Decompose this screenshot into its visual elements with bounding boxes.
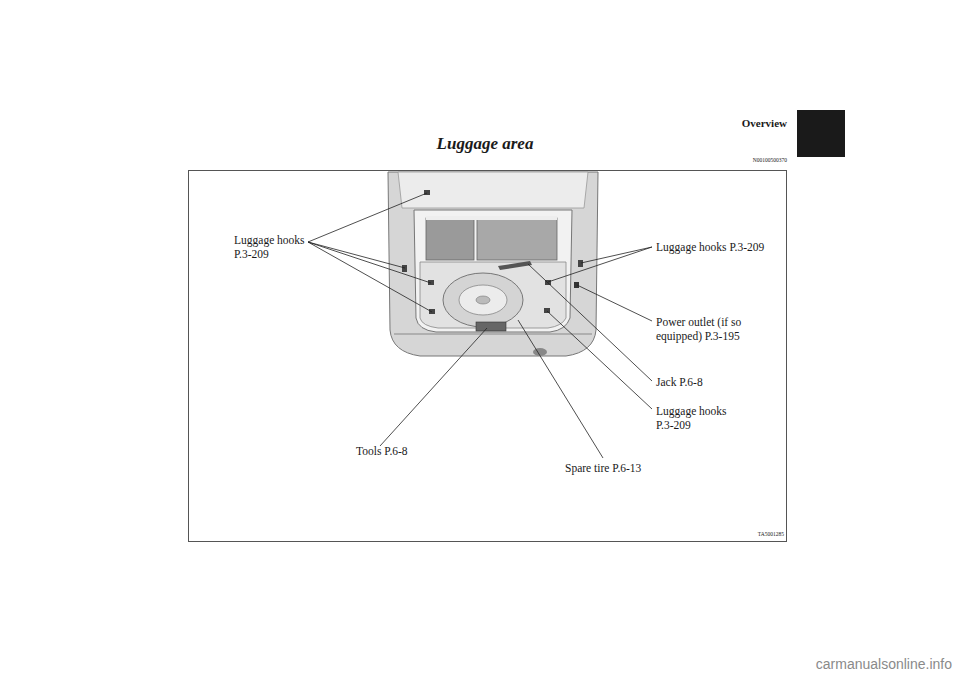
callout-label: Tools P.6-8 <box>356 444 436 458</box>
exhaust <box>533 348 547 356</box>
hook <box>544 308 550 313</box>
hook <box>429 309 435 314</box>
wheel-hub <box>476 296 490 304</box>
page-title: Luggage area <box>380 134 590 154</box>
callout-label: Jack P.6-8 <box>656 375 766 389</box>
seatback <box>426 218 474 260</box>
leader-line <box>308 242 405 268</box>
bumper <box>394 334 592 335</box>
leader-line <box>577 285 652 321</box>
leader-line <box>528 264 652 381</box>
tailgate-lining <box>398 172 588 208</box>
section-tab <box>797 110 845 157</box>
leader-lines <box>308 193 652 458</box>
cover <box>426 216 557 220</box>
tool-bag <box>476 322 506 331</box>
leader-line <box>548 247 652 282</box>
spare-tire <box>443 273 523 327</box>
figure-frame <box>189 171 787 542</box>
figure-code: TA5001285 <box>700 531 784 538</box>
car-body <box>388 172 598 356</box>
leader-line <box>380 328 487 446</box>
doc-code: N00100500370 <box>700 157 787 164</box>
leader-line <box>308 242 432 312</box>
callout-label: Power outlet (if so equipped) P.3-195 <box>656 315 784 343</box>
seatback <box>477 218 557 260</box>
car-rear <box>388 172 598 356</box>
leader-line <box>308 193 427 242</box>
leader-line <box>581 247 652 263</box>
leader-line <box>518 320 603 458</box>
callout-label: Luggage hooks P.3-209 <box>656 404 736 432</box>
spare-wheel <box>459 285 507 315</box>
section-header: Overview <box>690 116 787 130</box>
cargo-floor <box>420 262 566 328</box>
callout-label: Spare tire P.6-13 <box>565 461 675 475</box>
leader-line <box>547 311 652 409</box>
luggage-opening <box>414 210 572 332</box>
hook <box>402 265 407 272</box>
callout-label: Luggage hooks P.3-209 <box>234 233 314 261</box>
hook <box>578 260 583 267</box>
watermark: carmanualsonline.info <box>640 655 952 673</box>
jack <box>498 261 532 270</box>
callout-label: Luggage hooks P.3-209 <box>656 240 786 254</box>
power-outlet <box>574 282 579 288</box>
